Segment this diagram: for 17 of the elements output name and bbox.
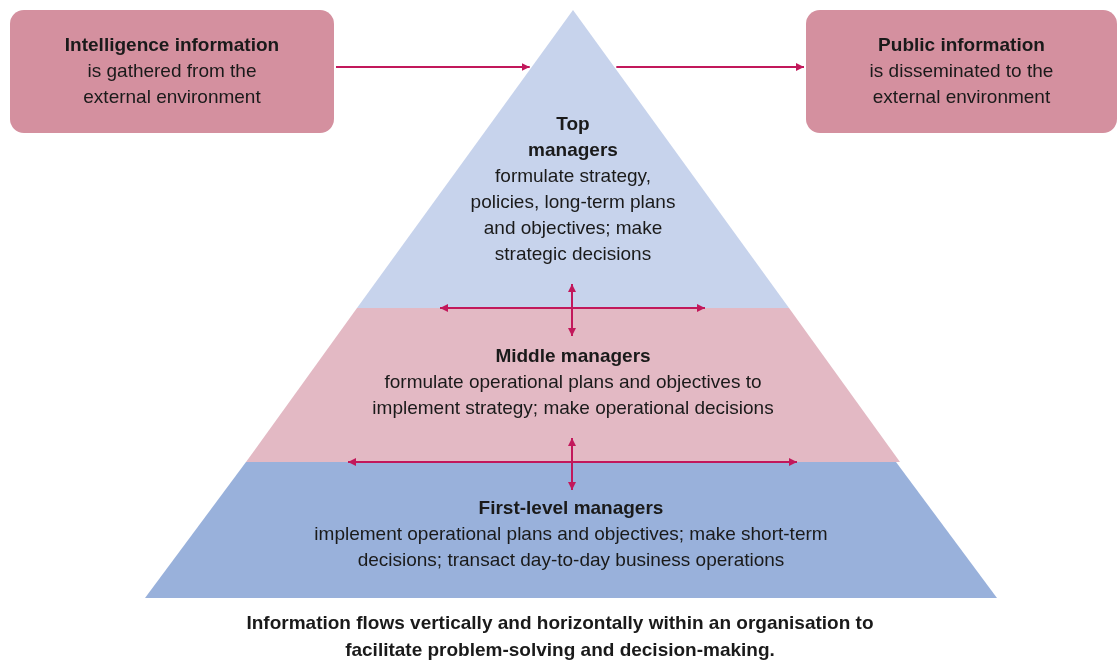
node-heading: Public information [878,33,1045,57]
rounded-box [10,10,334,133]
arrow [568,283,576,337]
node-heading: First-level managers [478,496,664,520]
node-description: is gathered from the external environment [82,59,262,109]
node-heading: Middle managers [495,344,651,368]
node-heading: Intelligence information [64,33,280,57]
rounded-box [806,10,1117,133]
node-description: formulate operational plans and objectives to implement strategy; make operational decisions [371,370,775,420]
arrow [615,63,805,71]
caption: Information flows vertically and horizontally within an organisation to facilitate problem-solving and decision-making. [245,611,875,660]
node-description: implement operational plans and objectives; make short-term decisions; transact day-to-day business operations [313,522,829,572]
node-description: is disseminated to the external environment [868,59,1055,109]
arrow [568,437,576,491]
node-heading: Top managers [527,112,619,162]
node-description: formulate strategy, policies, long-term plans and objectives; make strategic decisions [469,164,677,266]
arrow [335,63,531,71]
